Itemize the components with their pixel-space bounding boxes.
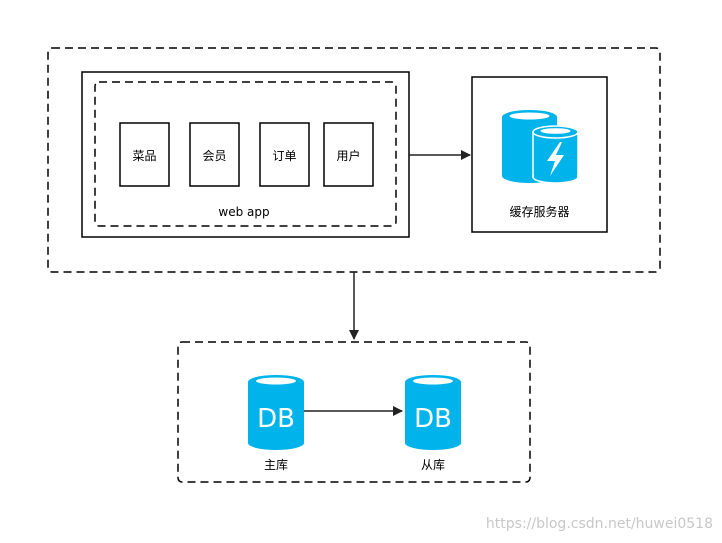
- db-tier-container: [177, 341, 531, 483]
- cache-server-label: 缓存服务器: [509, 204, 569, 219]
- webapp-inner-dashed: [94, 81, 397, 227]
- module-label: 会员: [202, 149, 226, 163]
- module-ding-dan: 订单: [259, 122, 310, 187]
- master-db-label: 主库: [264, 457, 288, 472]
- slave-db-text: DB: [414, 404, 452, 434]
- module-label: 菜品: [132, 149, 156, 163]
- slave-db-icon: DB: [405, 375, 461, 450]
- cache-server-icon: [502, 110, 579, 184]
- webapp-label: web app: [218, 205, 269, 219]
- module-yong-hu: 用户: [323, 122, 374, 187]
- module-cai-pin: 菜品: [119, 122, 170, 187]
- master-db-icon: DB: [248, 375, 304, 450]
- slave-db-label: 从库: [421, 457, 445, 472]
- master-db-text: DB: [257, 404, 295, 434]
- module-label: 订单: [272, 149, 296, 163]
- module-hui-yuan: 会员: [189, 122, 240, 187]
- watermark: https://blog.csdn.net/huwei0518: [486, 516, 713, 532]
- module-label: 用户: [336, 148, 360, 163]
